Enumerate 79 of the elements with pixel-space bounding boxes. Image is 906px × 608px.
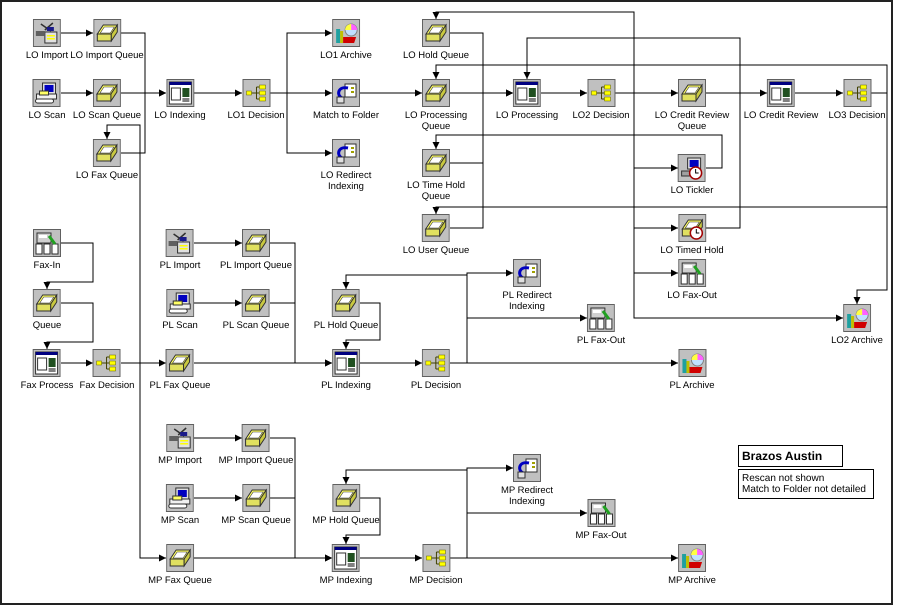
node-label: LO Timed Hold xyxy=(660,245,724,256)
arrow xyxy=(60,360,94,366)
arrow xyxy=(194,300,242,306)
node-label: PL Hold Queue xyxy=(314,320,378,331)
node-label: LO3 Decision xyxy=(828,110,886,121)
node-label: MP Scan Queue xyxy=(221,515,291,526)
node-label: LO2 Archive xyxy=(831,335,883,346)
node-label: Queue xyxy=(32,320,62,331)
node-label: PL Decision xyxy=(410,380,462,391)
arrow xyxy=(450,90,514,228)
arrow xyxy=(194,90,242,96)
arrow xyxy=(794,90,844,96)
node-label: MP Indexing xyxy=(320,575,372,586)
node-label: Fax-In xyxy=(34,260,60,271)
node-label: PL Import Queue xyxy=(220,260,292,271)
node-label: PL Scan xyxy=(162,320,198,331)
note-text: Match to Folder not detailed xyxy=(742,484,867,495)
node-label: LO Import xyxy=(26,50,68,61)
node-label: PL Scan Queue xyxy=(222,320,290,331)
arrow xyxy=(194,554,332,562)
arrow xyxy=(360,360,422,366)
node-label: LO Credit Review xyxy=(744,110,818,121)
arrow xyxy=(194,360,332,366)
arrow xyxy=(270,92,332,156)
node-label: LO Tickler xyxy=(670,185,714,196)
node-label: MP Import Queue xyxy=(218,455,294,466)
node-label: LO Import Queue xyxy=(70,50,144,61)
arrow xyxy=(432,64,888,94)
node-label: MP Import xyxy=(158,455,202,466)
arrow xyxy=(44,242,94,290)
arrow xyxy=(194,434,242,442)
node-label: MP Hold Queue xyxy=(312,515,380,526)
note-text: Rescan not shown xyxy=(742,473,826,484)
arrow xyxy=(540,90,588,96)
arrow xyxy=(104,124,140,364)
arrow xyxy=(432,134,722,168)
arrow xyxy=(450,360,678,366)
arrow xyxy=(360,554,422,562)
node-label: PL Import xyxy=(160,260,200,271)
arrow xyxy=(432,12,634,94)
arrow xyxy=(450,554,678,562)
node-label: LO Processing xyxy=(496,110,558,121)
node-label: MP Scan xyxy=(160,515,200,526)
node-label: PL Indexing xyxy=(321,380,371,391)
arrow xyxy=(60,30,94,36)
node-label: LO Indexing xyxy=(154,110,206,121)
arrow xyxy=(194,494,242,502)
node-label: PL Fax Queue xyxy=(150,380,210,391)
node-label: Match to Folder xyxy=(313,110,379,121)
node-label: LO User Queue xyxy=(402,245,470,256)
arrow xyxy=(706,90,768,96)
node-label: LO Fax Queue xyxy=(76,170,138,181)
node-label: LO Fax-Out xyxy=(667,290,717,301)
arrow xyxy=(120,362,166,562)
node-label: LO Scan Queue xyxy=(72,110,142,121)
node-label: LO2 Decision xyxy=(572,110,630,121)
node-label: LO Hold Queue xyxy=(403,50,469,61)
node-label: LO1 Archive xyxy=(320,50,372,61)
node-label: PL Archive xyxy=(669,380,715,391)
arrow xyxy=(44,302,94,350)
arrow xyxy=(342,498,380,544)
arrow xyxy=(360,90,422,96)
node-label: MP Decision xyxy=(409,575,463,586)
arrow xyxy=(524,38,740,228)
node-label: LO Scan xyxy=(28,110,66,121)
node-label: PL Fax-Out xyxy=(576,335,626,346)
node-label: MP Fax-Out xyxy=(575,530,627,541)
arrow xyxy=(342,302,380,350)
node-label: Fax Decision xyxy=(80,380,134,391)
node-label: LO Time Hold Queue xyxy=(405,180,467,202)
node-label: MP Fax Queue xyxy=(148,575,212,586)
diagram-title: Brazos Austin xyxy=(738,445,844,467)
arrow xyxy=(120,90,166,154)
arrow xyxy=(854,92,888,304)
arrow xyxy=(194,240,242,246)
node-label: Fax Process xyxy=(20,380,74,391)
node-label: MP Archive xyxy=(668,575,716,586)
node-label: LO1 Decision xyxy=(227,110,285,121)
arrow xyxy=(60,90,94,96)
